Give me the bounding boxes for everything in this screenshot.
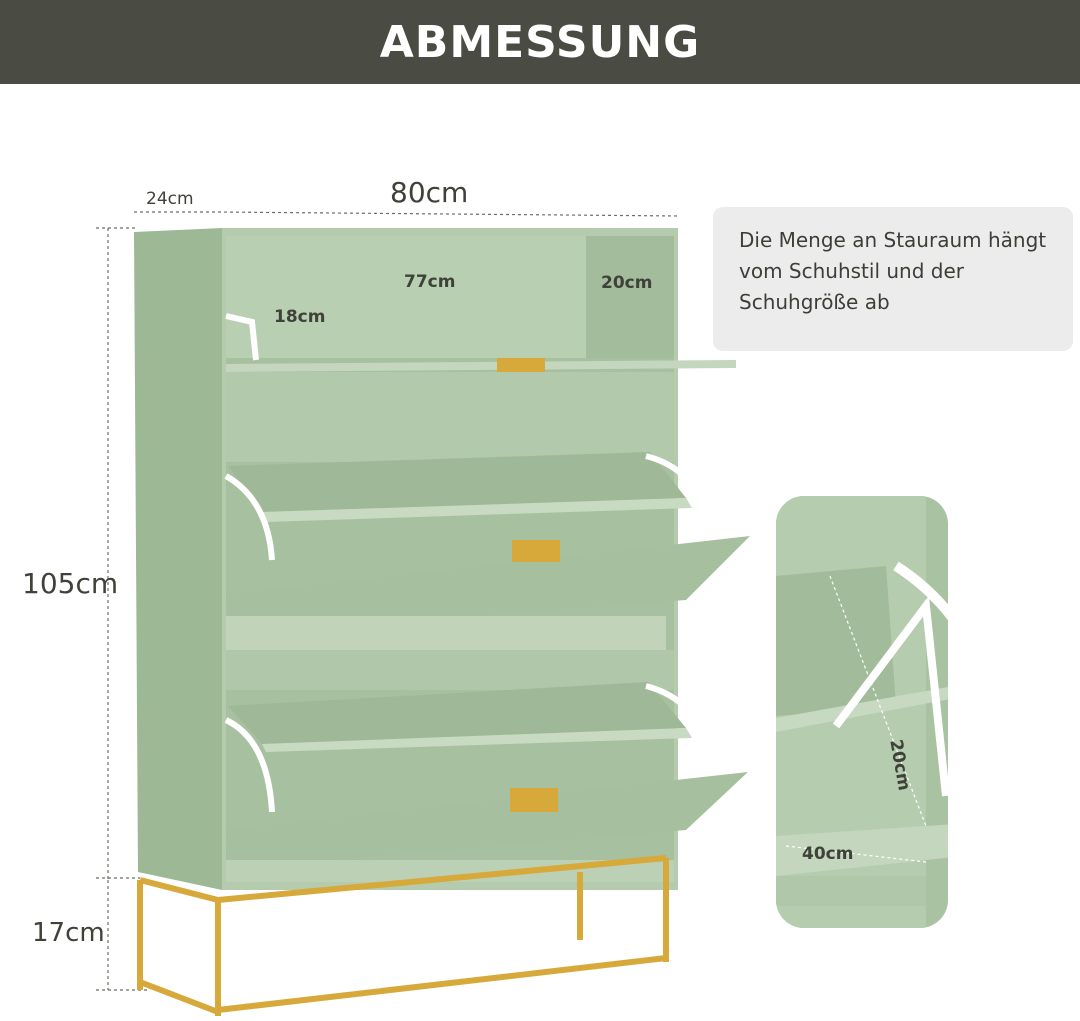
storage-note-text: Die Menge an Stauraum hängt vom Schuhsti… [739, 228, 1047, 314]
detail-illustration [776, 496, 948, 928]
page-title: ABMESSUNG [379, 16, 701, 68]
leg-height-label: 17cm [32, 918, 105, 948]
height-label: 105cm [22, 567, 119, 600]
shelf-depth-label: 20cm [601, 273, 653, 293]
shelf-height-label: 18cm [274, 307, 326, 327]
cabinet-body [134, 228, 750, 890]
width-label: 80cm [390, 176, 469, 209]
header-bar: ABMESSUNG [0, 0, 1080, 84]
storage-note: Die Menge an Stauraum hängt vom Schuhsti… [713, 207, 1073, 351]
detail-length-label: 40cm [802, 844, 854, 864]
dimension-lines [96, 211, 681, 991]
depth-label: 24cm [146, 189, 194, 209]
inner-width-label: 77cm [404, 272, 456, 292]
bracket-icons [224, 313, 715, 813]
detail-inset [776, 496, 948, 928]
gold-frame [137, 855, 669, 1016]
